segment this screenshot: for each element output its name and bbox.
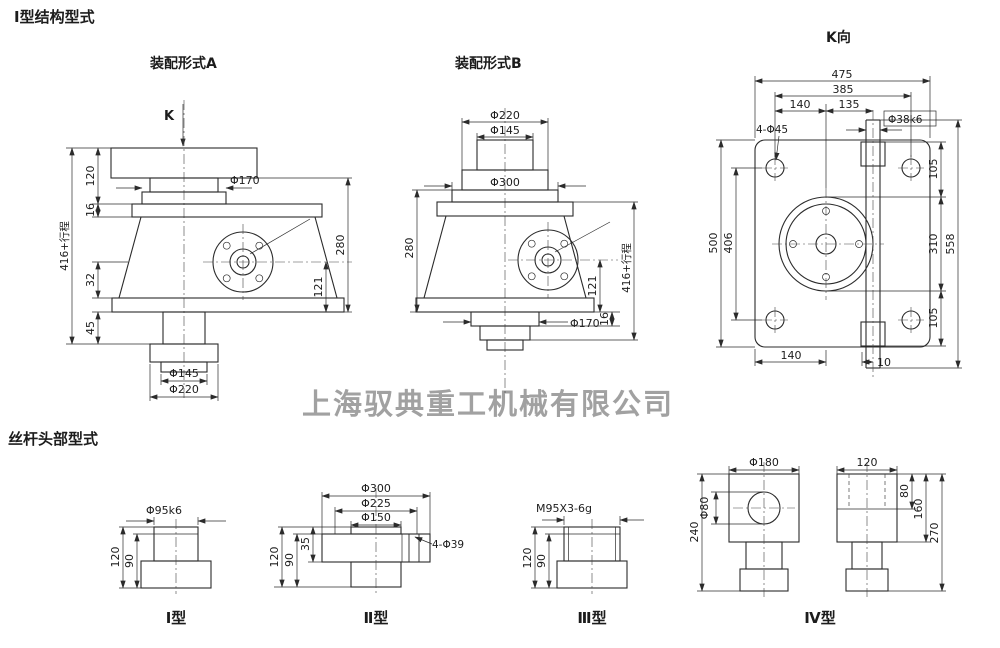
head-2-label: Ⅱ型 [364, 609, 389, 627]
dim-h2-120: 120 [268, 547, 281, 568]
section1-title: Ⅰ型结构型式 [14, 8, 95, 26]
dim-h4-240: 240 [688, 522, 701, 543]
assembly-a-dimensions: Φ170 120 16 32 45 416+行程 280 [58, 147, 352, 401]
dim-k-406: 406 [722, 233, 735, 254]
watermark: 上海驭典重工机械有限公司 [302, 387, 674, 421]
dim-a-d220: Φ220 [169, 383, 199, 396]
dim-h1-120: 120 [109, 547, 122, 568]
dim-a-d145: Φ145 [169, 367, 199, 380]
head-4-front-drawing [728, 462, 800, 597]
section2-title: 丝杆头部型式 [8, 430, 98, 448]
dim-k-475: 475 [832, 68, 853, 81]
dim-a-stroke: 416+行程 [58, 221, 71, 271]
dim-k-105-top: 105 [927, 159, 940, 180]
head-3-label: Ⅲ型 [577, 609, 606, 627]
dim-b-stroke: 416+行程 [620, 243, 633, 293]
head-type-1: Φ95k6 90 120 Ⅰ型 [109, 504, 226, 627]
head-3-drawing [556, 519, 628, 594]
assembly-b-title: 装配形式B [454, 55, 522, 72]
dim-h2-90: 90 [283, 553, 296, 567]
dim-k-385: 385 [833, 83, 854, 96]
assembly-b-view: 装配形式B [403, 55, 638, 396]
dim-a-280: 280 [334, 235, 347, 256]
assembly-b-dimensions: Φ220 Φ145 Φ300 Φ170 280 121 [403, 109, 638, 341]
dim-k-310: 310 [927, 234, 940, 255]
dim-h4-160: 160 [912, 499, 925, 520]
dim-b-d300: Φ300 [490, 176, 520, 189]
dim-a-32: 32 [84, 273, 97, 287]
head-type-2: Φ300 Φ225 Φ150 4-Φ39 35 90 [268, 482, 464, 627]
assembly-a-drawing [110, 147, 352, 373]
dim-h2-d225: Φ225 [361, 497, 391, 510]
head-1-label: Ⅰ型 [166, 609, 187, 627]
dim-a-16: 16 [84, 203, 97, 217]
dim-k-135: 135 [839, 98, 860, 111]
dim-k-10: 10 [877, 356, 891, 369]
dim-a-120: 120 [84, 166, 97, 187]
dim-b-121: 121 [586, 276, 599, 297]
dim-a-d170: Φ170 [230, 174, 260, 187]
dim-h1-90: 90 [123, 554, 136, 568]
dim-h4-270: 270 [928, 523, 941, 544]
dim-h3-90: 90 [535, 554, 548, 568]
dim-k-140-bot: 140 [781, 349, 802, 362]
dim-h1-d95: Φ95k6 [146, 504, 182, 517]
dim-k-500: 500 [707, 233, 720, 254]
dim-b-16: 16 [598, 312, 611, 326]
dim-h3-120: 120 [521, 548, 534, 569]
dim-a-45: 45 [84, 321, 97, 335]
head-type-3: M95X3-6g 90 120 Ⅲ型 [521, 502, 644, 627]
assembly-a-title: 装配形式A [149, 55, 217, 72]
k-direction-view: K向 [707, 29, 962, 380]
dim-b-d170: Φ170 [570, 317, 600, 330]
head-2-drawing [321, 488, 431, 594]
dim-h3-thread: M95X3-6g [536, 502, 592, 515]
dim-h4-d80: Φ80 [698, 497, 711, 520]
head-type-4: Φ180 Φ80 240 120 [688, 456, 946, 627]
k-arrow-label: K [164, 109, 175, 124]
dim-k-558: 558 [944, 234, 957, 255]
k-view-title: K向 [826, 29, 851, 46]
head-4-side-drawing [836, 462, 898, 597]
dim-h4-80: 80 [898, 484, 911, 498]
k-view-drawing [754, 110, 931, 380]
dim-k-holes: 4-Φ45 [756, 124, 788, 136]
head-4-label: Ⅳ型 [804, 609, 835, 627]
k-view-dimensions: 475 385 140 135 Φ38k6 4-Φ45 [707, 68, 962, 369]
dim-h2-35: 35 [299, 537, 312, 551]
dim-h2-d150: Φ150 [361, 511, 391, 524]
dim-k-140-top: 140 [790, 98, 811, 111]
assembly-a-view: 装配形式A K [58, 55, 352, 401]
dim-k-105-bot: 105 [927, 308, 940, 329]
head-1-drawing [140, 519, 212, 594]
dim-b-d145: Φ145 [490, 124, 520, 137]
dim-a-121: 121 [312, 277, 325, 298]
dim-b-d220: Φ220 [490, 109, 520, 122]
dim-h2-holes: 4-Φ39 [432, 539, 464, 551]
dim-b-280: 280 [403, 238, 416, 259]
